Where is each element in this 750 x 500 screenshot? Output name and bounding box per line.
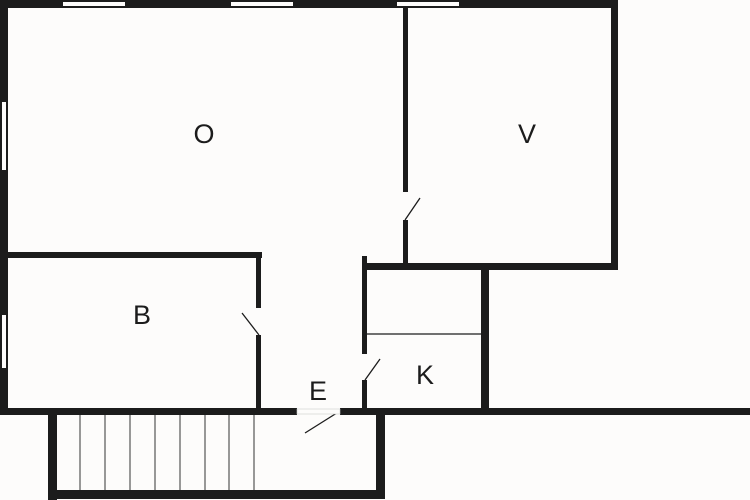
b-top-wall: [0, 252, 262, 258]
o-v-wall-upper: [403, 0, 408, 192]
v-bottom-wall: [362, 263, 618, 270]
room-label-k: K: [416, 360, 434, 390]
stair-left-wall: [48, 408, 57, 500]
k-right-wall: [481, 265, 489, 415]
stair-bottom-wall: [48, 490, 385, 499]
room-label-v: V: [518, 119, 536, 149]
v-right-wall: [611, 0, 618, 270]
k-left-wall-lower: [362, 380, 367, 415]
room-label-b: B: [133, 300, 151, 330]
window: [2, 102, 6, 170]
b-right-wall-lower: [256, 335, 261, 415]
door-swing-b: [241, 312, 260, 336]
door-swing-v: [404, 197, 421, 221]
staircase: [79, 415, 255, 490]
room-label-e: E: [309, 376, 327, 406]
entrance-door-gap: [296, 408, 341, 415]
k-left-wall-upper: [362, 256, 367, 354]
left-wall: [0, 0, 8, 415]
windows: [2, 2, 459, 368]
window: [397, 2, 459, 6]
window: [231, 2, 293, 6]
b-right-wall-upper: [256, 252, 261, 308]
window: [2, 315, 6, 368]
top-wall: [0, 0, 618, 8]
bottom-wall-left: [0, 408, 297, 415]
doors: [241, 197, 421, 434]
o-v-wall-lower: [403, 220, 408, 267]
bottom-wall-right: [340, 408, 750, 415]
door-swing-k: [364, 358, 381, 381]
stair-right-wall: [376, 408, 385, 499]
door-swing-entrance: [304, 410, 341, 434]
room-label-o: O: [193, 119, 214, 149]
window: [63, 2, 125, 6]
